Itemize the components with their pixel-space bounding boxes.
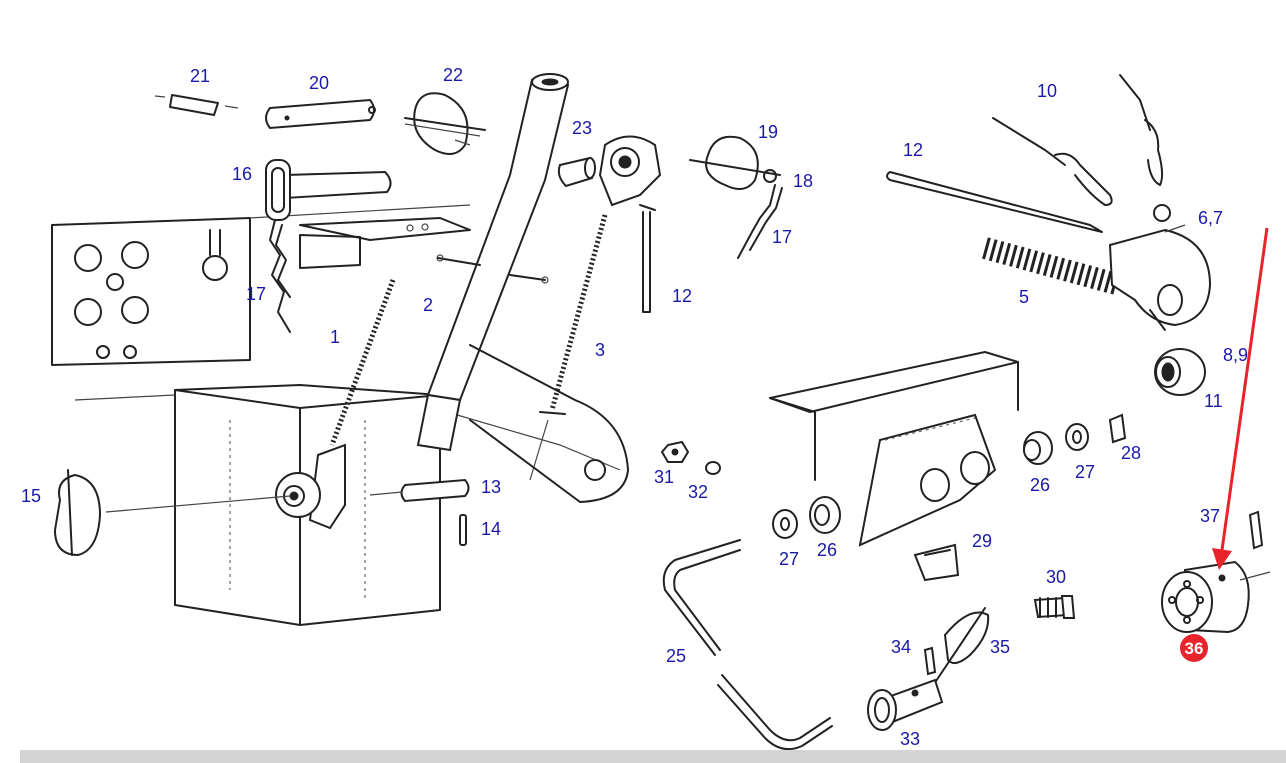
nut-31 [660, 440, 690, 463]
linch-pin-22 [404, 92, 486, 155]
callout-22: 22 [443, 65, 463, 85]
callout-18: 18 [793, 171, 813, 191]
callout-5: 5 [1019, 287, 1029, 307]
callout-29: 29 [972, 531, 992, 551]
callout-37: 37 [1200, 506, 1220, 526]
bolt-30 [1033, 595, 1076, 619]
callout-16: 16 [232, 164, 252, 184]
lower-frame-box [74, 384, 621, 626]
callout-3: 3 [595, 340, 605, 360]
check-chain-10 [992, 74, 1164, 206]
callout-25: 25 [666, 646, 686, 666]
chain-17-left [269, 219, 291, 333]
callout-23: 23 [572, 118, 592, 138]
threaded-rod-3 [529, 214, 608, 481]
callout-35: 35 [990, 637, 1010, 657]
retaining-clip-12-right [886, 171, 1103, 233]
callout-8-9: 8,9 [1223, 345, 1248, 365]
callout-26-left: 26 [817, 540, 837, 560]
callout-13: 13 [481, 477, 501, 497]
callout-36: 36 [1185, 639, 1204, 658]
callout-19: 19 [758, 122, 778, 142]
washer-32 [705, 461, 721, 475]
mounting-plate-29 [858, 413, 997, 547]
bushing-26-right [1023, 431, 1053, 465]
callout-27-left: 27 [779, 549, 799, 569]
clamp-29 [913, 543, 960, 582]
callout-34: 34 [891, 637, 911, 657]
callout-12-right: 12 [903, 140, 923, 160]
callout-31: 31 [654, 467, 674, 487]
callout-32: 32 [688, 482, 708, 502]
callout-17-left: 17 [246, 284, 266, 304]
callout-21: 21 [190, 66, 210, 86]
bent-rod-25 [662, 539, 833, 751]
pin-13 [369, 478, 470, 503]
pin-37 [1248, 510, 1264, 550]
callout-14: 14 [481, 519, 501, 539]
callout-15: 15 [21, 486, 41, 506]
callout-26-right: 26 [1030, 475, 1050, 495]
callout-2: 2 [423, 295, 433, 315]
linch-pin-19 [689, 135, 781, 190]
callout-11: 11 [1204, 391, 1223, 411]
lift-rod-1 [105, 279, 396, 530]
callout-27-right: 27 [1075, 462, 1095, 482]
bushing-11 [1154, 348, 1206, 396]
top-link-tube-2 [416, 73, 570, 452]
pin-20 [265, 98, 376, 130]
washer-27-left [772, 509, 798, 539]
cross-beam [769, 351, 1019, 481]
callout-30: 30 [1046, 567, 1066, 587]
callout-labels: 21 20 22 23 19 18 16 17 17 10 12 12 6,7 … [21, 65, 1248, 749]
callout-12-mid: 12 [672, 286, 692, 306]
ball-23 [557, 156, 596, 188]
footer-bar [20, 750, 1286, 763]
linch-pin-35 [929, 607, 990, 691]
callout-33: 33 [900, 729, 920, 749]
highlight-arrow [1212, 227, 1269, 570]
retaining-clip-12-mid [639, 204, 656, 313]
callout-1: 1 [330, 327, 340, 347]
callout-28: 28 [1121, 443, 1141, 463]
callout-17-right: 17 [772, 227, 792, 247]
washer-27-right [1065, 423, 1089, 451]
callout-10: 10 [1037, 81, 1057, 101]
sleeve-33 [867, 678, 944, 731]
pin-14 [459, 514, 467, 546]
hook-end-6-7 [1108, 204, 1212, 331]
pin-28 [1108, 413, 1127, 444]
thread-5 [982, 237, 1123, 296]
pin-16 [265, 159, 392, 221]
callout-6-7: 6,7 [1198, 208, 1223, 228]
linch-pin-15 [54, 469, 101, 556]
pin-34 [923, 646, 937, 676]
top-link-end [598, 135, 662, 207]
bushing-36 [1161, 560, 1271, 634]
callout-20: 20 [309, 73, 329, 93]
mounting-bracket [299, 217, 471, 269]
lift-arm-plate [469, 344, 629, 503]
pin-21 [154, 94, 239, 116]
chain-17-right [737, 184, 783, 259]
bushing-26-left [809, 496, 841, 534]
highlight-badge-36: 36 [1180, 634, 1208, 662]
